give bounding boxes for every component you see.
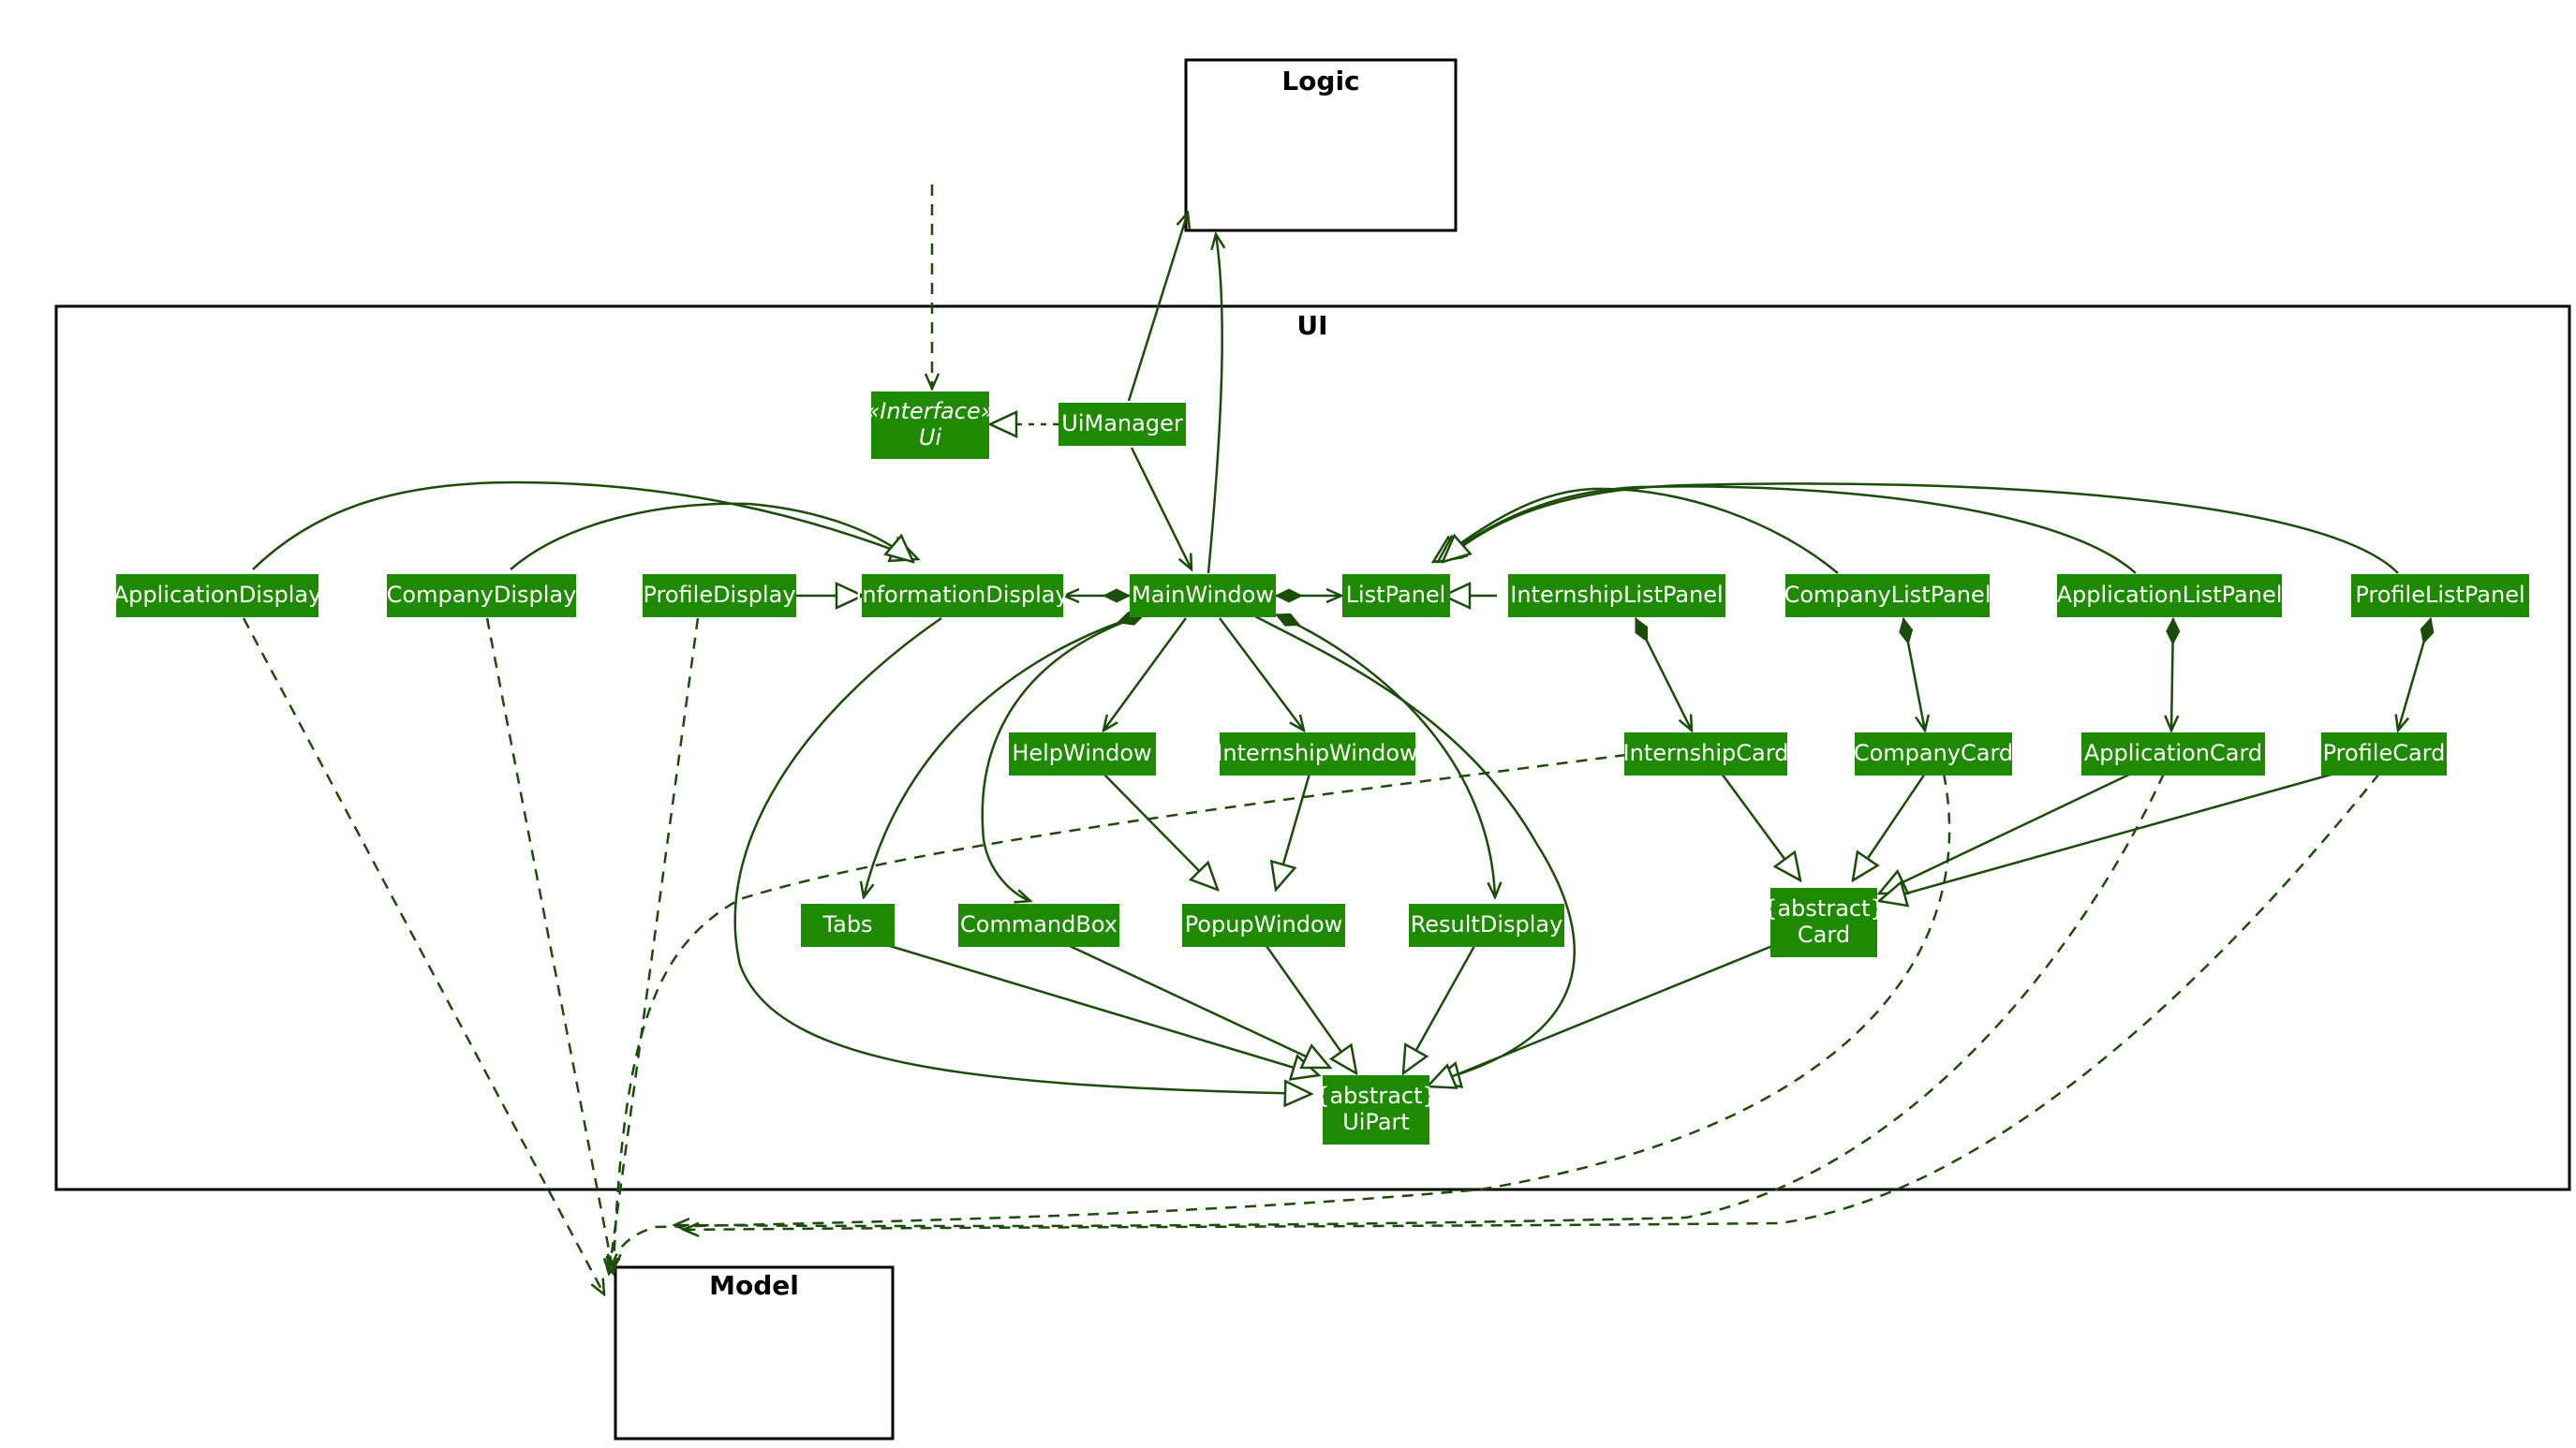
edge-profilecard-to-model xyxy=(684,773,2380,1230)
edge-mainwindow-extends-uipart xyxy=(1251,613,1576,1082)
edge-informationdisplay-extends-uipart xyxy=(733,616,1311,1094)
class-informationdisplay[interactable]: InformationDisplay xyxy=(855,574,1069,617)
class-profilecard-name: ProfileCard xyxy=(2323,740,2446,766)
class-internshipwindow[interactable]: InternshipWindow xyxy=(1216,732,1418,776)
edge-internshipwindow-extends-popupwindow xyxy=(1276,773,1311,890)
edge-applicationlistpanel-extends-listpanel xyxy=(1438,485,2137,574)
edge-applicationdisplay-to-model xyxy=(242,617,604,1294)
class-resultdisplay[interactable]: ResultDisplay xyxy=(1409,904,1564,947)
class-uipart-name: UiPart xyxy=(1342,1109,1410,1135)
edge-applicationcard-to-model xyxy=(674,773,2166,1226)
class-informationdisplay-name: InformationDisplay xyxy=(855,582,1068,608)
edge-profilecard-extends-card xyxy=(1879,772,2335,901)
class-card-stereotype: {abstract} xyxy=(1763,895,1885,922)
edge-companylistpanel-has-companycard xyxy=(1903,618,1925,731)
class-internshipcard[interactable]: InternshipCard xyxy=(1623,732,1789,776)
edge-applicationdisplay-extends-informationdisplay xyxy=(252,480,918,570)
class-companycard-name: CompanyCard xyxy=(1854,740,2013,766)
class-listpanel-name: ListPanel xyxy=(1346,582,1446,608)
class-uimanager[interactable]: UiManager xyxy=(1059,403,1186,446)
class-mainwindow[interactable]: MainWindow xyxy=(1130,574,1276,617)
edge-profilelistpanel-has-profilecard xyxy=(2398,618,2431,731)
class-ui-interface-name: Ui xyxy=(919,424,942,451)
class-internshiplistpanel[interactable]: InternshipListPanel xyxy=(1508,574,1725,617)
class-card-name: Card xyxy=(1798,922,1850,948)
edge-companycard-extends-card xyxy=(1853,773,1927,880)
class-profiledisplay-name: ProfileDisplay xyxy=(643,582,795,608)
edge-internshipcard-to-model xyxy=(614,753,1627,1269)
class-ui-interface[interactable]: «Interface» Ui xyxy=(866,392,995,459)
class-helpwindow[interactable]: HelpWindow xyxy=(1009,732,1156,776)
edge-companydisplay-extends-informationdisplay xyxy=(510,502,913,570)
class-companycard[interactable]: CompanyCard xyxy=(1854,732,2013,776)
edge-uimanager-to-logic xyxy=(1127,213,1188,402)
relationship-edges xyxy=(242,185,2431,1294)
class-applicationdisplay[interactable]: ApplicationDisplay xyxy=(113,574,322,617)
package-label-logic: Logic xyxy=(1281,66,1359,96)
class-uimanager-name: UiManager xyxy=(1061,410,1183,436)
class-commandbox-name: CommandBox xyxy=(960,911,1118,938)
class-internshiplistpanel-name: InternshipListPanel xyxy=(1510,582,1723,608)
class-profilelistpanel[interactable]: ProfileListPanel xyxy=(2351,574,2529,617)
edge-mainwindow-to-logic xyxy=(1207,234,1222,574)
class-applicationlistpanel[interactable]: ApplicationListPanel xyxy=(2057,574,2283,617)
class-applicationcard-name: ApplicationCard xyxy=(2084,740,2262,766)
edge-tabs-extends-uipart xyxy=(889,944,1319,1075)
class-companylistpanel-name: CompanyListPanel xyxy=(1784,582,1991,608)
edge-uimanager-to-mainwindow xyxy=(1130,447,1192,569)
edge-applicationlistpanel-has-applicationcard xyxy=(2171,618,2173,731)
class-commandbox[interactable]: CommandBox xyxy=(958,904,1119,947)
edge-internshipcard-extends-card xyxy=(1720,773,1800,880)
class-card[interactable]: {abstract} Card xyxy=(1763,888,1885,957)
package-label-ui: UI xyxy=(1296,310,1327,341)
class-profiledisplay[interactable]: ProfileDisplay xyxy=(643,574,796,617)
package-model: Model xyxy=(614,1265,895,1441)
class-tabs-name: Tabs xyxy=(822,911,872,938)
class-internshipwindow-name: InternshipWindow xyxy=(1216,740,1417,766)
class-applicationlistpanel-name: ApplicationListPanel xyxy=(2057,582,2283,608)
class-popupwindow[interactable]: PopupWindow xyxy=(1182,904,1345,947)
class-profilecard[interactable]: ProfileCard xyxy=(2321,732,2447,776)
edge-companycard-to-model xyxy=(611,773,1951,1272)
class-uipart-stereotype: {abstract} xyxy=(1315,1083,1437,1109)
edge-mainwindow-to-helpwindow xyxy=(1103,617,1188,731)
class-ui-interface-stereotype: «Interface» xyxy=(866,398,994,424)
edge-card-extends-uipart xyxy=(1428,944,1773,1086)
class-companydisplay-name: CompanyDisplay xyxy=(387,582,577,608)
class-companylistpanel[interactable]: CompanyListPanel xyxy=(1784,574,1991,617)
class-uipart[interactable]: {abstract} UiPart xyxy=(1315,1075,1437,1145)
class-companydisplay[interactable]: CompanyDisplay xyxy=(387,574,577,617)
class-tabs[interactable]: Tabs xyxy=(801,904,895,947)
edge-mainwindow-has-resultdisplay xyxy=(1276,614,1495,897)
class-popupwindow-name: PopupWindow xyxy=(1185,911,1343,938)
class-resultdisplay-name: ResultDisplay xyxy=(1411,911,1563,938)
edge-internshiplistpanel-has-internshipcard xyxy=(1634,618,1692,731)
package-logic: Logic xyxy=(1184,58,1458,232)
edge-helpwindow-extends-popupwindow xyxy=(1103,773,1218,890)
class-profilelistpanel-name: ProfileListPanel xyxy=(2355,582,2524,608)
class-helpwindow-name: HelpWindow xyxy=(1012,740,1151,766)
edge-profilelistpanel-extends-listpanel xyxy=(1443,482,2399,574)
edge-companydisplay-to-model xyxy=(485,617,614,1274)
class-listpanel[interactable]: ListPanel xyxy=(1342,574,1450,617)
edge-profiledisplay-to-model xyxy=(609,617,700,1274)
edge-mainwindow-has-commandbox xyxy=(981,614,1145,901)
class-applicationdisplay-name: ApplicationDisplay xyxy=(113,582,322,608)
edge-commandbox-extends-uipart xyxy=(1069,944,1330,1068)
edge-companylistpanel-extends-listpanel xyxy=(1433,487,1839,574)
edge-popupwindow-extends-uipart xyxy=(1265,945,1356,1073)
package-label-model: Model xyxy=(709,1270,799,1301)
class-applicationcard[interactable]: ApplicationCard xyxy=(2081,732,2265,776)
edge-applicationcard-extends-card xyxy=(1879,772,2132,894)
edge-resultdisplay-extends-uipart xyxy=(1403,945,1476,1073)
class-mainwindow-name: MainWindow xyxy=(1132,582,1274,608)
class-internshipcard-name: InternshipCard xyxy=(1623,740,1789,766)
